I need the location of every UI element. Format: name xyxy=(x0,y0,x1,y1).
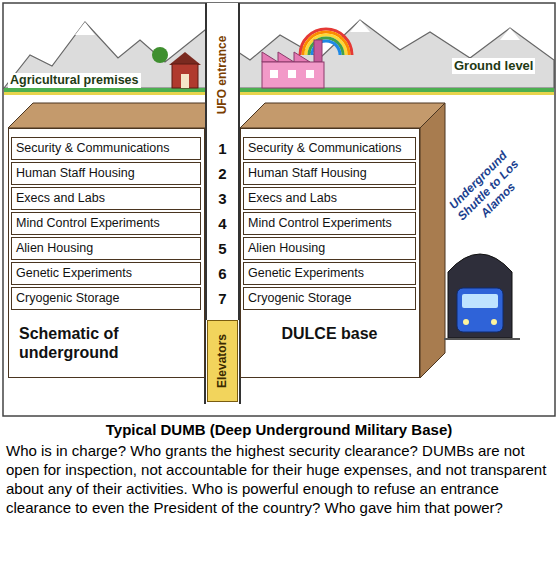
ground-label: Ground level xyxy=(452,58,535,74)
callout-number: 3 xyxy=(213,190,233,208)
heading: Typical DUMB (Deep Underground Military … xyxy=(0,421,558,439)
rainbow xyxy=(303,32,349,55)
factory-window xyxy=(288,70,296,78)
factory xyxy=(262,62,324,88)
base-block: Schematic of underground Security & Commu… xyxy=(8,128,205,378)
node-text: Genetic Experiments xyxy=(12,263,132,284)
ground-line xyxy=(4,92,554,95)
area-label: Agricultural premises xyxy=(8,73,141,88)
shuttle-car xyxy=(457,288,503,332)
elevator-car: Elevators xyxy=(207,320,238,402)
callout-number: 5 xyxy=(213,240,233,258)
chimney xyxy=(314,40,322,62)
node-text: Schematic of underground xyxy=(19,324,193,362)
block-top xyxy=(8,103,230,128)
node-text: UFO entrance xyxy=(216,36,230,115)
callout-number: 4 xyxy=(213,215,233,233)
node-text: DULCE base xyxy=(251,324,408,343)
node-text: Security & Communications xyxy=(244,138,402,159)
node-text: Alien Housing xyxy=(244,238,325,259)
floor-level: Alien Housing xyxy=(11,237,201,260)
factory-window xyxy=(306,70,314,78)
factory-roof xyxy=(262,52,310,62)
rainbow xyxy=(306,35,346,55)
floor-level: Mind Control Experiments xyxy=(11,212,201,235)
floor-level: Cryogenic Storage xyxy=(11,287,201,310)
base-block: DULCE base Security & CommunicationsHuman… xyxy=(240,128,420,378)
mountains xyxy=(4,20,554,88)
callout-number: 1 xyxy=(213,140,233,158)
node-text: Cryogenic Storage xyxy=(12,288,120,309)
node-text: Security & Communications xyxy=(12,138,170,159)
factory-window xyxy=(270,70,278,78)
headlight xyxy=(491,319,497,325)
node-text: Human Staff Housing xyxy=(244,163,367,184)
rainbow xyxy=(300,29,352,55)
floor-level: Execs and Labs xyxy=(243,187,416,210)
barn-roof xyxy=(169,52,201,65)
tunnel xyxy=(448,254,512,338)
node-text: Elevators xyxy=(215,333,229,387)
node-text: Mind Control Experiments xyxy=(244,213,392,234)
barn xyxy=(172,64,198,88)
snow-cap xyxy=(500,28,520,40)
node-text: Execs and Labs xyxy=(244,188,337,209)
caption-text: Who is in charge? Who grants the highest… xyxy=(6,441,552,517)
block-top xyxy=(240,103,445,128)
floor-level: Cryogenic Storage xyxy=(243,287,416,310)
node-text: Genetic Experiments xyxy=(244,263,364,284)
rail xyxy=(444,338,520,340)
snow-cap xyxy=(75,22,95,35)
node-text: Mind Control Experiments xyxy=(12,213,160,234)
floor-level: Mind Control Experiments xyxy=(243,212,416,235)
headlight xyxy=(463,319,469,325)
node-text: Human Staff Housing xyxy=(12,163,135,184)
floor-level: Human Staff Housing xyxy=(11,162,201,185)
snow-cap xyxy=(350,20,370,32)
floor-level: Alien Housing xyxy=(243,237,416,260)
callout-number: 2 xyxy=(213,165,233,183)
node-text: Alien Housing xyxy=(12,238,93,259)
floor-level: Genetic Experiments xyxy=(243,262,416,285)
node-text: Cryogenic Storage xyxy=(244,288,352,309)
frame xyxy=(3,3,555,416)
node-text: Execs and Labs xyxy=(12,188,105,209)
floor-level: Genetic Experiments xyxy=(11,262,201,285)
shuttle-window xyxy=(462,294,498,308)
callout-number: 7 xyxy=(213,290,233,308)
barn-door xyxy=(181,74,189,88)
floor-level: Security & Communications xyxy=(243,137,416,160)
callout-number: 6 xyxy=(213,265,233,283)
floor-level: Security & Communications xyxy=(11,137,201,160)
tunnel-label: Underground Shuttle to Los Alamos xyxy=(442,144,534,236)
tree xyxy=(152,47,168,63)
floor-level: Execs and Labs xyxy=(11,187,201,210)
block-side xyxy=(420,103,445,378)
ground-line xyxy=(4,88,554,92)
floor-level: Human Staff Housing xyxy=(243,162,416,185)
